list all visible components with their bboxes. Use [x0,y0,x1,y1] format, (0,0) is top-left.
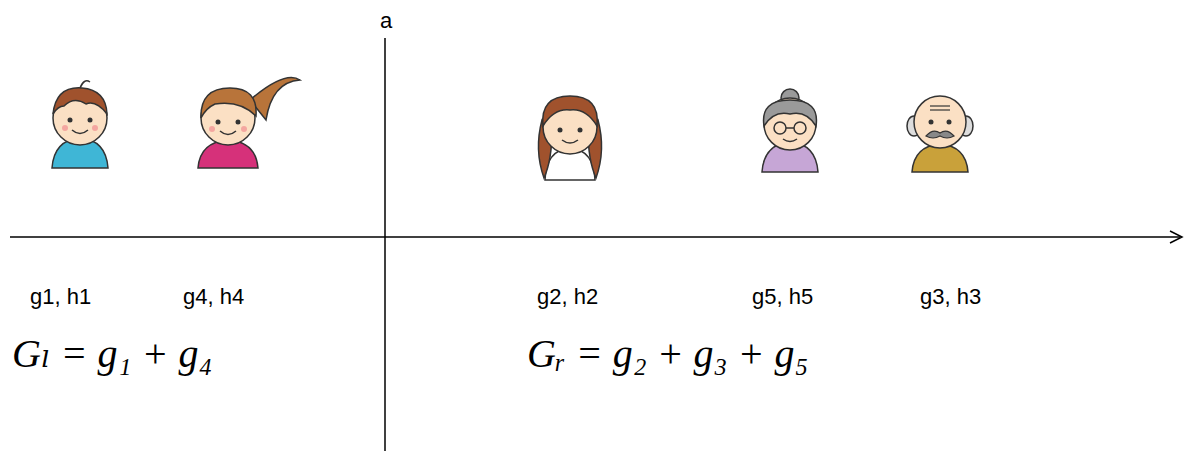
sum-formula: Gₗ = g₁ + g₄ [12,330,212,377]
boy-figure [52,81,108,168]
variable-label: g3, h3 [920,284,981,310]
girl-figure [198,78,300,169]
axis-arrowhead [1170,231,1182,243]
variable-label: g2, h2 [537,284,598,310]
sum-formula: Gᵣ = g₂ + g₃ + g₅ [527,330,808,377]
variable-label: g1, h1 [30,284,91,310]
variable-label: g5, h5 [752,284,813,310]
grandmother-figure [762,89,818,172]
variable-label: g4, h4 [183,284,244,310]
axis-line [10,236,1180,238]
grandfather-figure [907,96,973,172]
woman-figure [538,96,601,180]
split-line [384,38,386,451]
axis-name: a [380,8,392,34]
